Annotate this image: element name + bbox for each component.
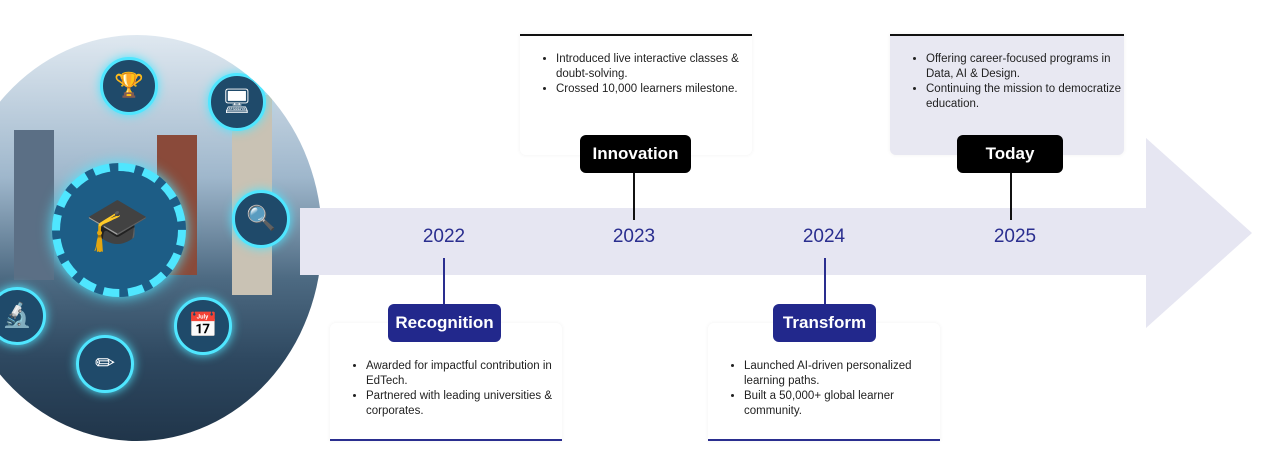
milestone-label-transform: Transform (773, 304, 876, 342)
connector-line (633, 170, 635, 220)
year-2025: 2025 (993, 226, 1037, 247)
connector-line (1010, 170, 1012, 220)
bullet: Introduced live interactive classes & do… (556, 52, 752, 82)
connector-line (824, 258, 826, 306)
trophy-icon: 🏆 (100, 57, 158, 115)
bullet: Partnered with leading universities & co… (366, 389, 562, 419)
connector-line (443, 258, 445, 306)
bullet: Offering career-focused programs in Data… (926, 52, 1124, 82)
gear-icon (52, 163, 186, 297)
milestone-card-recognition: Awarded for impactful contribution in Ed… (330, 323, 562, 441)
education-hero-image: 🎓 🏆 🖥 🔍 📅 ✏ 🔬 (0, 35, 322, 441)
bullet: Continuing the mission to democratize ed… (926, 82, 1124, 112)
bullet: Awarded for impactful contribution in Ed… (366, 359, 562, 389)
calendar-icon: 📅 (174, 297, 232, 355)
milestone-card-innovation: Introduced live interactive classes & do… (520, 34, 752, 155)
pencil-icon: ✏ (76, 335, 134, 393)
bullet: Crossed 10,000 learners milestone. (556, 82, 752, 97)
bullet: Built a 50,000+ global learner community… (744, 389, 940, 419)
search-icon: 🔍 (232, 190, 290, 248)
year-2023: 2023 (612, 226, 656, 247)
milestone-label-today: Today (957, 135, 1063, 173)
milestone-label-recognition: Recognition (388, 304, 501, 342)
graduation-cap-icon: 🎓 (85, 196, 150, 254)
bullet: Launched AI-driven personalized learning… (744, 359, 940, 389)
building (14, 130, 54, 280)
milestone-label-innovation: Innovation (580, 135, 691, 173)
monitor-icon: 🖥 (208, 73, 266, 131)
year-2022: 2022 (422, 226, 466, 247)
microscope-icon: 🔬 (0, 287, 46, 345)
milestone-card-today: Offering career-focused programs in Data… (890, 34, 1124, 155)
timeline-arrow-head (1146, 138, 1252, 328)
milestone-card-transform: Launched AI-driven personalized learning… (708, 323, 940, 441)
timeline-arrow-body (300, 208, 1150, 275)
year-2024: 2024 (802, 226, 846, 247)
